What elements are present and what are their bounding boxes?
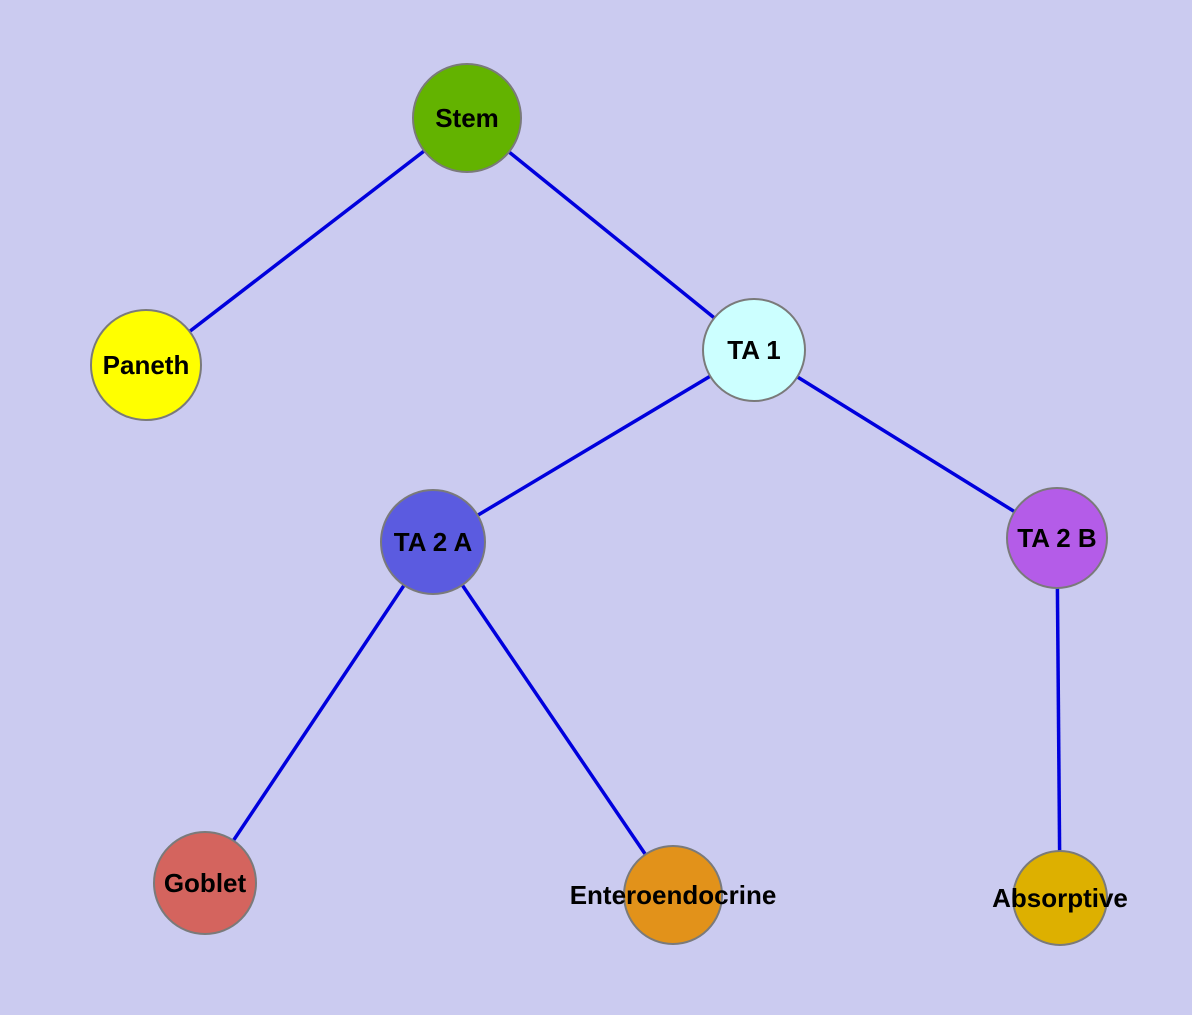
node-label-stem: Stem [435,102,499,133]
node-ta2b[interactable]: TA 2 B [1006,487,1108,589]
edge-stem-ta1 [465,116,756,352]
node-ta1[interactable]: TA 1 [702,298,806,402]
edge-ta2a-goblet [203,541,435,884]
node-goblet[interactable]: Goblet [153,831,257,935]
node-ta2a[interactable]: TA 2 A [380,489,486,595]
edge-ta1-ta2a [432,348,755,544]
node-label-ta2b: TA 2 B [1017,522,1097,553]
node-paneth[interactable]: Paneth [90,309,202,421]
node-label-paneth: Paneth [102,349,190,380]
edge-ta1-ta2b [753,348,1058,540]
node-label-ta1: TA 1 [727,334,781,365]
node-absorptive[interactable]: Absorptive [992,850,1128,946]
edge-ta2b-absorptive [1055,537,1062,899]
edge-ta2a-enteroendocrine [431,541,675,896]
node-stem[interactable]: Stem [412,63,522,173]
node-label-goblet: Goblet [163,867,247,898]
node-enteroendocrine[interactable]: Enteroendocrine [570,845,776,945]
node-label-ta2a: TA 2 A [393,526,473,557]
edge-stem-paneth [144,116,469,367]
bottom-strip [0,1015,1192,1023]
